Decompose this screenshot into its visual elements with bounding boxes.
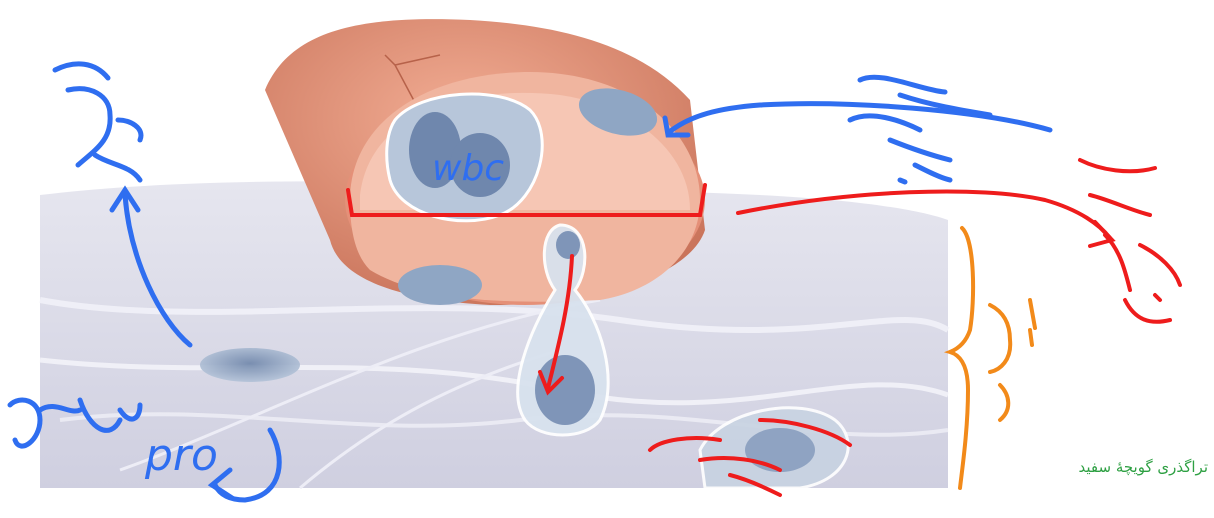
wbc-label: wbc: [432, 148, 504, 189]
tissue-cell-nucleus: [745, 428, 815, 472]
pro-label: pro: [144, 430, 218, 481]
endothelial-cell-bottom: [398, 265, 482, 305]
orange-annotations: [950, 228, 1035, 488]
fibroblast-cell: [200, 348, 300, 382]
caption-leukocyte-extravasation: تراگذری گویچهٔ سفید: [1079, 458, 1209, 476]
